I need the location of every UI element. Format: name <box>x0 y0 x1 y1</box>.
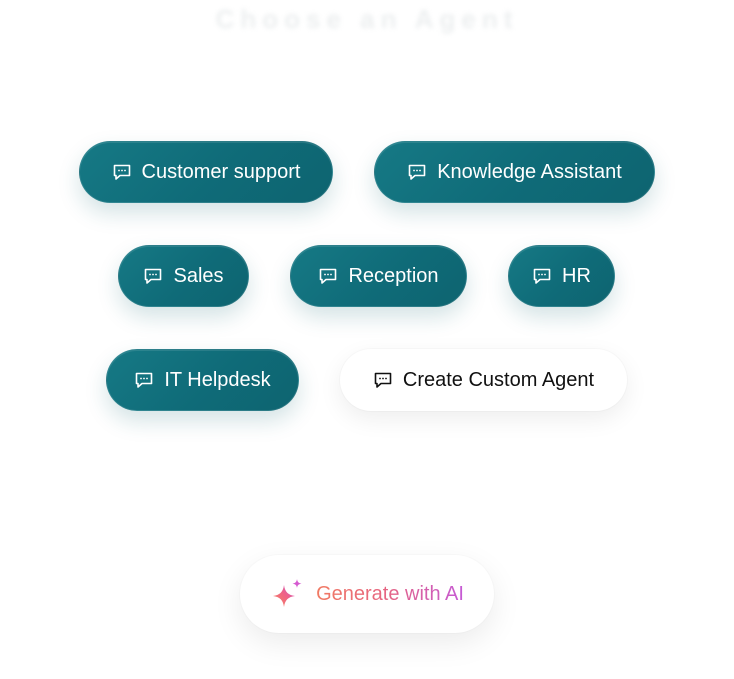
agent-chip-label: Sales <box>173 264 224 287</box>
agent-chip-label: Reception <box>348 264 439 287</box>
chat-bubble-icon <box>143 266 163 286</box>
agent-chip-reception[interactable]: Reception <box>290 245 467 307</box>
chat-bubble-icon <box>532 266 552 286</box>
page-title: Choose an Agent <box>215 4 519 34</box>
create-custom-agent-button[interactable]: Create Custom Agent <box>340 349 627 411</box>
agent-chip-customer-support[interactable]: Customer support <box>79 141 333 203</box>
chat-bubble-icon <box>407 162 427 182</box>
generate-with-ai-button[interactable]: Generate with AI <box>240 555 494 633</box>
agent-chip-label: Customer support <box>141 160 301 183</box>
agent-chip-it-helpdesk[interactable]: IT Helpdesk <box>106 349 299 411</box>
chat-bubble-icon <box>318 266 338 286</box>
agent-chip-knowledge-assistant[interactable]: Knowledge Assistant <box>374 141 655 203</box>
agent-chip-sales[interactable]: Sales <box>118 245 249 307</box>
create-custom-agent-label: Create Custom Agent <box>402 368 595 391</box>
agent-chip-hr[interactable]: HR <box>508 245 615 307</box>
sparkle-icon <box>270 577 304 611</box>
agent-chip-label: HR <box>562 264 591 287</box>
agent-chip-label: Knowledge Assistant <box>437 160 622 183</box>
chat-bubble-icon <box>134 370 154 390</box>
chat-bubble-icon <box>112 162 132 182</box>
agent-chip-label: IT Helpdesk <box>164 368 271 391</box>
generate-with-ai-label: Generate with AI <box>316 582 464 605</box>
chat-bubble-icon <box>373 370 393 390</box>
